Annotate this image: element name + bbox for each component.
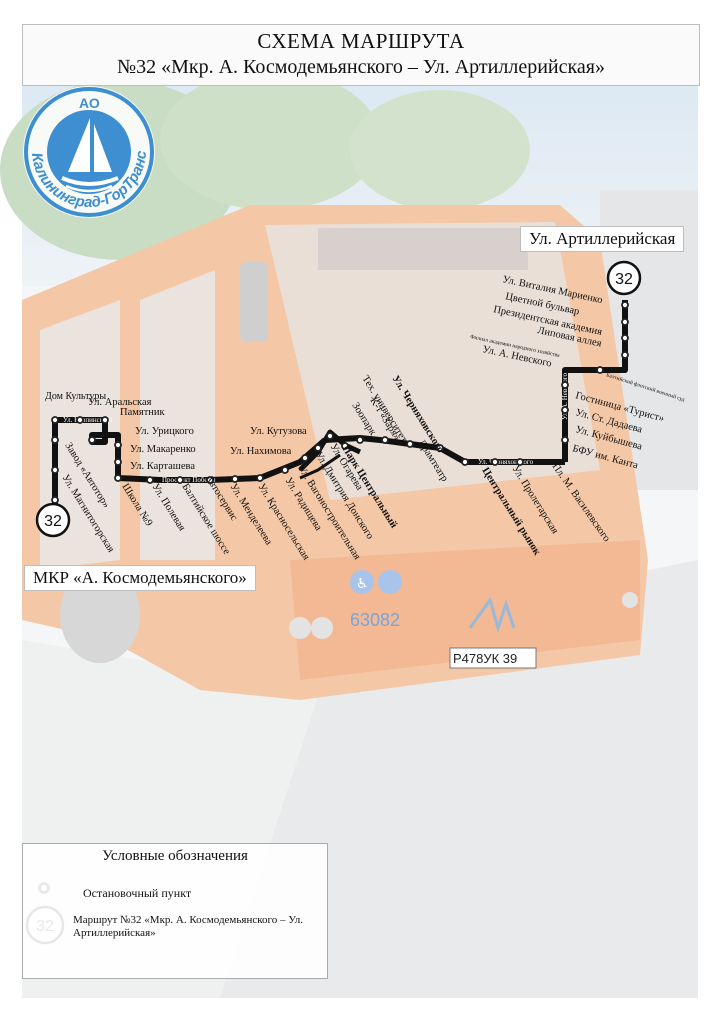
legend-stop-text: Остановочный пункт — [83, 886, 192, 900]
stop-marker — [561, 381, 569, 389]
tree-center — [160, 70, 380, 210]
wheelchair-glyph: ♿ — [356, 576, 369, 592]
page-title: СХЕМА МАРШРУТА — [257, 29, 465, 53]
destination-display — [318, 228, 528, 270]
stop-marker — [114, 474, 122, 482]
title-box: СХЕМА МАРШРУТА №32 «Мкр. А. Космодемьянс… — [22, 24, 700, 86]
stop-marker — [341, 442, 349, 450]
fleet-number: 63082 — [350, 610, 400, 630]
stop-marker — [281, 466, 289, 474]
stop-marker — [88, 436, 96, 444]
headlight-right — [622, 592, 638, 608]
route-segment-nevskogo — [562, 300, 628, 462]
route-segment-west — [52, 417, 121, 505]
stop-marker — [114, 458, 122, 466]
headlight-left — [289, 617, 311, 639]
stop-label-makarenko: Ул. Макаренко — [130, 444, 196, 455]
stop-label-nakhimova: Ул. Нахимова — [230, 446, 292, 457]
stop-marker — [114, 441, 122, 449]
bus-mirror — [240, 262, 268, 342]
stop-marker — [561, 406, 569, 414]
end-terminus-label: Ул. Артиллерийская — [520, 226, 685, 252]
street-nevskogo-label: Ул. А. Невского — [561, 373, 569, 420]
stop-label-kutuzova: Ул. Кутузова — [250, 426, 307, 437]
street-labels: Проспект Победы Ул. Карпинского Ул. Черн… — [63, 373, 569, 484]
route-badge-end-number: 32 — [615, 271, 633, 288]
stop-marker — [516, 458, 524, 466]
stop-marker — [231, 475, 239, 483]
sailboat-icon — [61, 118, 119, 193]
stop-marker — [51, 466, 59, 474]
stroller-icon — [378, 570, 402, 594]
logo-outer-ring — [24, 87, 154, 217]
legend: Условные обозначения Остановочный пункт … — [22, 843, 328, 979]
stop-marker — [491, 458, 499, 466]
license-plate — [449, 647, 537, 669]
stop-marker — [146, 476, 154, 484]
stop-marker — [176, 476, 184, 484]
route-badge-start-number: 32 — [44, 513, 62, 530]
legend-route-text: Маршрут №32 «Мкр. А. Космодемьянского – … — [73, 914, 304, 939]
route-badge-end: 32 — [606, 260, 642, 296]
bus-windshield — [265, 222, 600, 500]
stop-marker — [621, 351, 629, 359]
stop-marker — [621, 318, 629, 326]
start-terminus-label: МКР «А. Космодемьянского» — [24, 565, 256, 591]
stop-marker — [101, 416, 109, 424]
route-segment-branch-lower — [299, 453, 341, 480]
route-title: №32 «Мкр. А. Космодемьянского – Ул. Арти… — [117, 56, 605, 78]
company-logo: АО Калининград-ГорТранс — [23, 86, 155, 218]
stop-marker — [356, 436, 364, 444]
stop-label-kartasheva: Ул. Карташева — [130, 461, 195, 472]
stop-marker — [596, 366, 604, 374]
stop-label-uritskogo: Ул. Урицкого — [135, 426, 194, 437]
stop-marker — [206, 476, 214, 484]
route-segment-chernyakhovskogo — [324, 435, 467, 465]
stop-marker — [256, 474, 264, 482]
stop-marker — [326, 432, 334, 440]
legend-title: Условные обозначения — [102, 848, 248, 864]
bus-wheel — [60, 567, 140, 663]
stop-marker — [51, 496, 59, 504]
headlight-left — [311, 617, 333, 639]
stop-marker — [314, 444, 322, 452]
stop-marker — [51, 416, 59, 424]
stop-marker — [561, 436, 569, 444]
street-karpinsky-label: Ул. Карпинского — [63, 416, 113, 424]
route-segment-branch — [298, 429, 362, 472]
stop-marker — [436, 444, 444, 452]
street-chernyakhovskogo-label: Ул. Черняховского — [478, 458, 534, 466]
wheelchair-icon — [350, 570, 374, 594]
stop-label-aralskaya: Ул. Аральская — [88, 397, 152, 408]
route-badge-start: 32 — [35, 502, 71, 538]
bus-side-window — [140, 270, 215, 560]
license-plate-text: Р478УК 39 — [453, 651, 517, 666]
stop-marker — [461, 458, 469, 466]
stop-marker — [301, 454, 309, 462]
tree-right — [350, 90, 530, 210]
logo-top-text: АО — [79, 95, 100, 111]
stop-marker — [621, 301, 629, 309]
stop-marker — [381, 436, 389, 444]
stop-marker — [76, 416, 84, 424]
stop-label-pamyatnik: Памятник — [120, 407, 166, 418]
bus-side-window — [40, 300, 120, 570]
stop-label-dom-kultury: Дом Культуры — [45, 391, 106, 402]
stop-marker — [406, 440, 414, 448]
stop-marker — [51, 436, 59, 444]
bus-front-panel — [290, 540, 640, 680]
bus-manufacturer-logo-icon — [468, 596, 516, 634]
street-prospect-pobedy-label: Проспект Победы — [162, 476, 216, 484]
stop-marker — [621, 334, 629, 342]
